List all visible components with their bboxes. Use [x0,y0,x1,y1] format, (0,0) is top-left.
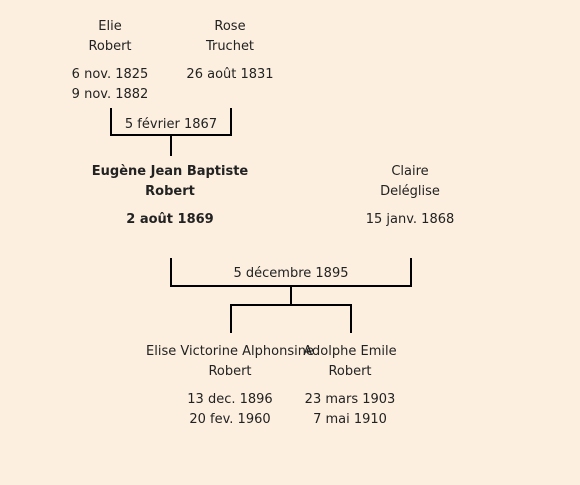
connector-line [410,258,412,287]
connector-line [110,134,232,136]
person-card-adolphe-robert[interactable]: Adolphe Emile Robert 23 mars 1903 7 mai … [290,342,410,430]
marriage-date-parents: 5 février 1867 [124,117,218,132]
first-name: Elie [98,19,122,34]
marriage-date-focus: 5 décembre 1895 [233,266,349,281]
connector-line [290,287,292,305]
death-date: 9 nov. 1882 [71,87,149,102]
connector-line [110,108,112,136]
last-name: Truchet [205,39,255,54]
birth-date: 15 janv. 1868 [365,212,455,227]
first-name: Rose [214,19,246,34]
birth-date: 13 dec. 1896 [187,392,273,407]
first-name: Claire [391,164,429,179]
first-name: Adolphe Emile [303,344,397,359]
death-date: 7 mai 1910 [313,412,387,427]
person-card-rose-truchet[interactable]: Rose Truchet 26 août 1831 [170,17,290,85]
person-card-elise-robert[interactable]: Elise Victorine Alphonsine Robert 13 dec… [140,342,320,430]
connector-line [170,285,412,287]
death-date: 20 fev. 1960 [189,412,271,427]
last-name: Robert [208,364,252,379]
first-name: Eugène Jean Baptiste [91,164,249,179]
connector-line [230,304,232,333]
connector-line [170,136,172,156]
last-name: Robert [88,39,132,54]
connector-line [230,108,232,136]
person-card-eugene-robert[interactable]: Eugène Jean Baptiste Robert 2 août 1869 [90,162,250,230]
birth-date: 23 mars 1903 [304,392,396,407]
connector-line [170,258,172,287]
birth-date: 6 nov. 1825 [71,67,149,82]
person-card-claire-deleglise[interactable]: Claire Deléglise 15 janv. 1868 [340,162,480,230]
last-name: Robert [328,364,372,379]
first-name: Elise Victorine Alphonsine [146,344,314,359]
last-name: Deléglise [380,184,440,199]
person-card-elie-robert[interactable]: Elie Robert 6 nov. 1825 9 nov. 1882 [50,17,170,105]
birth-date: 26 août 1831 [186,67,274,82]
birth-date: 2 août 1869 [126,212,214,227]
last-name: Robert [145,184,195,199]
connector-line [230,304,352,306]
connector-line [350,304,352,333]
